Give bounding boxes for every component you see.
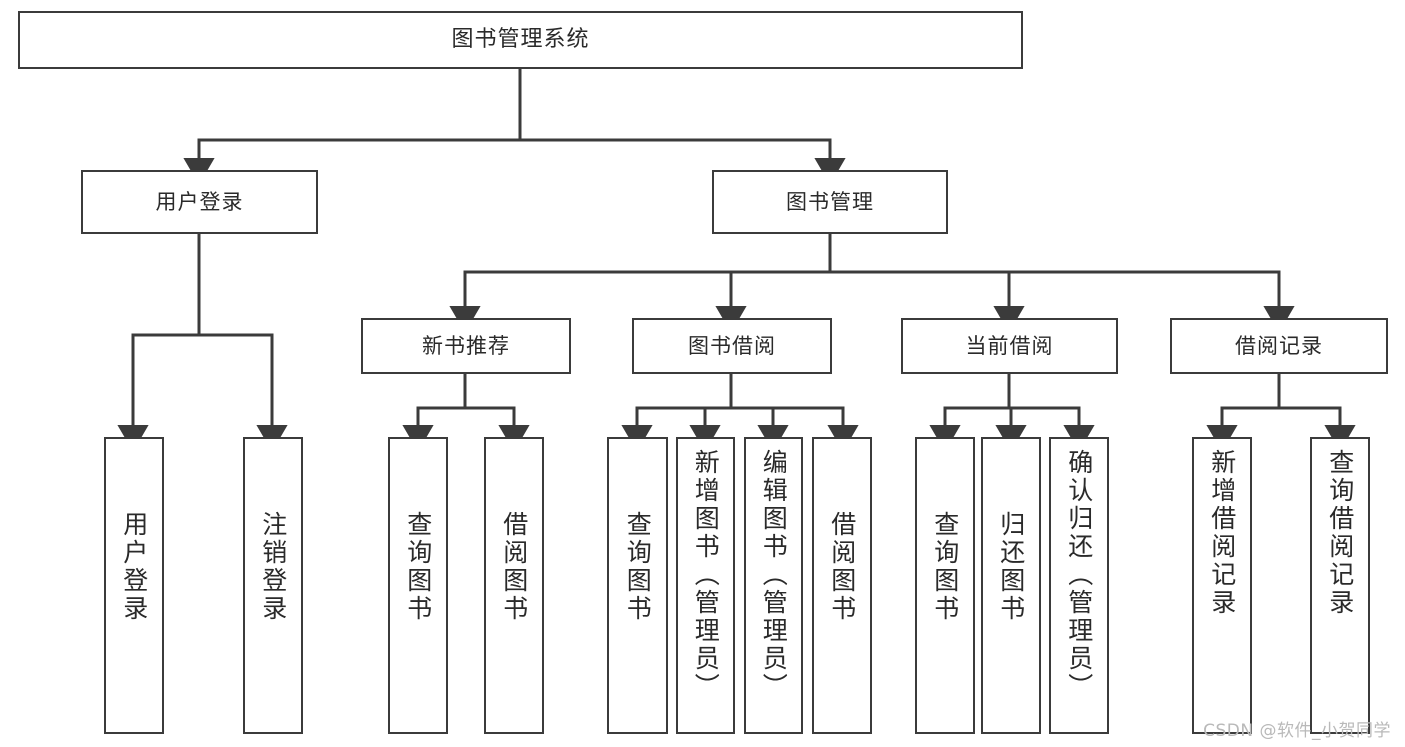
leaf-borrow-record-query[interactable]: 查询借阅记录 <box>1310 437 1370 734</box>
leaf-label: 借阅图书 <box>499 511 529 623</box>
leaf-label: 查询图书 <box>930 511 960 623</box>
leaf-new-book-borrow[interactable]: 借阅图书 <box>484 437 544 734</box>
leaf-label: 编辑图书（管理员） <box>759 449 789 701</box>
node-new-book-recommend[interactable]: 新书推荐 <box>361 318 571 374</box>
leaf-label: 用户登录 <box>119 511 149 623</box>
node-book-borrow[interactable]: 图书借阅 <box>632 318 832 374</box>
leaf-user-login-logout[interactable]: 注销登录 <box>243 437 303 734</box>
leaf-book-borrow-query[interactable]: 查询图书 <box>607 437 668 734</box>
node-book-management[interactable]: 图书管理 <box>712 170 948 234</box>
leaf-current-borrow-return[interactable]: 归还图书 <box>981 437 1041 734</box>
leaf-label: 注销登录 <box>258 511 288 623</box>
watermark: CSDN @软件_小贺同学 <box>1203 721 1391 741</box>
leaf-label: 查询图书 <box>403 511 433 623</box>
leaf-current-borrow-query[interactable]: 查询图书 <box>915 437 975 734</box>
node-user-login[interactable]: 用户登录 <box>81 170 318 234</box>
node-borrow-record[interactable]: 借阅记录 <box>1170 318 1388 374</box>
leaf-borrow-record-add[interactable]: 新增借阅记录 <box>1192 437 1252 734</box>
leaf-label: 确认归还（管理员） <box>1064 449 1094 701</box>
leaf-label: 新增借阅记录 <box>1207 449 1237 617</box>
leaf-label: 新增图书（管理员） <box>691 449 721 701</box>
leaf-user-login-login[interactable]: 用户登录 <box>104 437 164 734</box>
leaf-label: 查询图书 <box>623 511 653 623</box>
leaf-current-borrow-confirm[interactable]: 确认归还（管理员） <box>1049 437 1109 734</box>
node-label: 借阅记录 <box>1235 333 1323 358</box>
node-label: 图书管理系统 <box>451 27 590 53</box>
leaf-book-borrow-edit[interactable]: 编辑图书（管理员） <box>744 437 803 734</box>
leaf-book-borrow-add[interactable]: 新增图书（管理员） <box>676 437 735 734</box>
node-label: 图书管理 <box>786 189 874 214</box>
node-label: 新书推荐 <box>422 333 510 358</box>
node-current-borrow[interactable]: 当前借阅 <box>901 318 1118 374</box>
leaf-label: 归还图书 <box>996 511 1026 623</box>
leaf-book-borrow-borrow[interactable]: 借阅图书 <box>812 437 872 734</box>
node-label: 当前借阅 <box>965 333 1054 358</box>
node-root-system[interactable]: 图书管理系统 <box>18 11 1023 69</box>
leaf-new-book-query[interactable]: 查询图书 <box>388 437 448 734</box>
leaf-label: 借阅图书 <box>827 511 857 623</box>
node-label: 图书借阅 <box>688 333 776 358</box>
node-label: 用户登录 <box>155 189 244 214</box>
leaf-label: 查询借阅记录 <box>1325 449 1355 617</box>
